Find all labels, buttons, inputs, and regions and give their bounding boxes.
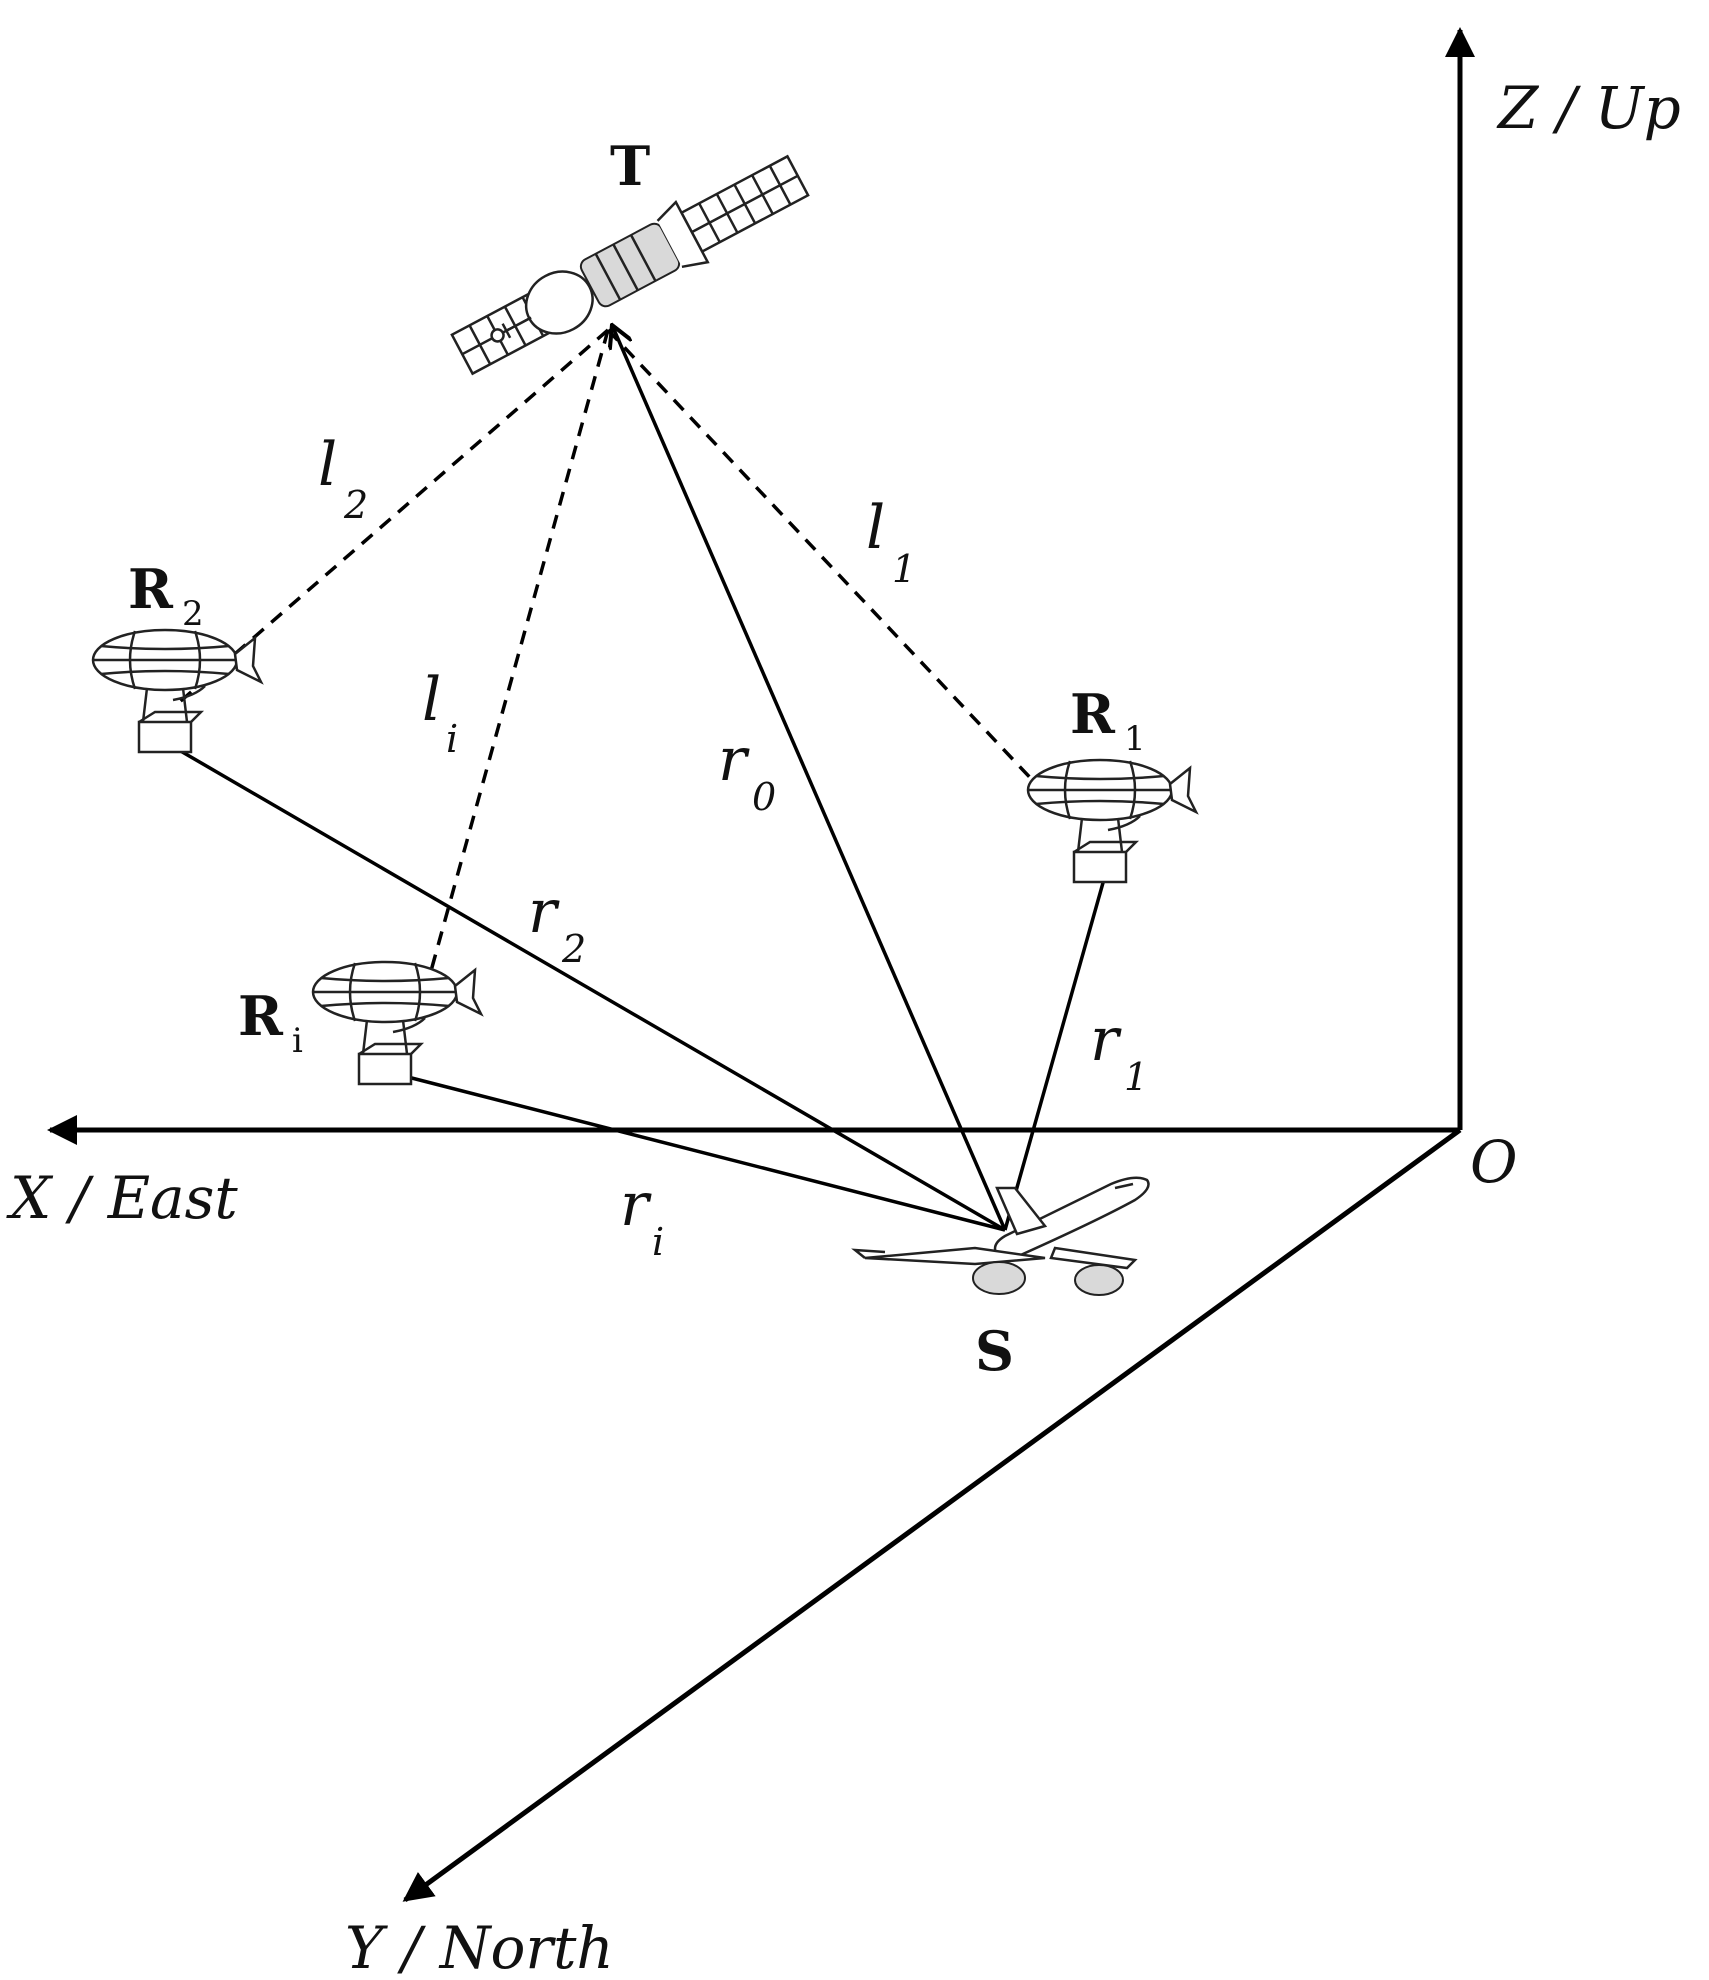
svg-text:r: r (620, 1170, 652, 1240)
svg-text:l: l (318, 430, 337, 500)
edge-r2 (171, 744, 1006, 1232)
airship-icon-r1 (1026, 758, 1198, 884)
edge-l1 (606, 328, 1040, 788)
y-axis (402, 1127, 1462, 1903)
label-receiver-2: R 2 (128, 557, 204, 634)
airplane-icon (851, 1176, 1150, 1296)
svg-text:1: 1 (892, 547, 916, 591)
label-target: S (975, 1319, 1014, 1383)
svg-text:0: 0 (752, 775, 776, 819)
svg-text:1: 1 (1124, 719, 1146, 759)
label-r0: r 0 (718, 725, 776, 819)
svg-text:1: 1 (1124, 1055, 1148, 1099)
svg-text:2: 2 (343, 483, 368, 527)
edge-li (416, 329, 610, 1019)
label-l1: l 1 (866, 493, 916, 591)
label-l2: l 2 (318, 430, 368, 527)
svg-text:2: 2 (561, 927, 586, 971)
svg-text:i: i (446, 717, 458, 761)
label-li: l i (422, 665, 458, 761)
svg-text:R: R (238, 984, 284, 1048)
satellite-icon (450, 154, 810, 376)
label-r1: r 1 (1090, 1005, 1148, 1099)
label-transmitter: T (610, 134, 650, 198)
y-axis-label: Y / North (345, 1914, 614, 1980)
label-r2: r 2 (528, 877, 586, 971)
svg-text:r: r (1090, 1005, 1122, 1075)
svg-text:r: r (718, 725, 750, 795)
x-axis-label: X / East (6, 1164, 238, 1232)
svg-text:l: l (866, 493, 885, 563)
svg-text:R: R (1070, 682, 1116, 746)
label-receiver-i: R i (238, 984, 303, 1061)
origin-label: O (1470, 1128, 1518, 1196)
airship-icon-ri (311, 960, 483, 1086)
edge-r1 (1003, 857, 1112, 1231)
edge-ri (399, 1073, 1006, 1232)
svg-text:i: i (292, 1021, 303, 1061)
airship-icon-r2 (91, 628, 263, 754)
svg-text:r: r (528, 877, 560, 947)
z-axis-label: Z / Up (1496, 74, 1681, 142)
label-receiver-1: R 1 (1070, 682, 1146, 759)
svg-text:i: i (652, 1220, 664, 1264)
svg-text:R: R (128, 557, 174, 621)
svg-text:2: 2 (182, 594, 204, 634)
svg-text:l: l (422, 665, 441, 735)
label-ri: r i (620, 1170, 664, 1264)
edge-r0 (612, 325, 1007, 1231)
